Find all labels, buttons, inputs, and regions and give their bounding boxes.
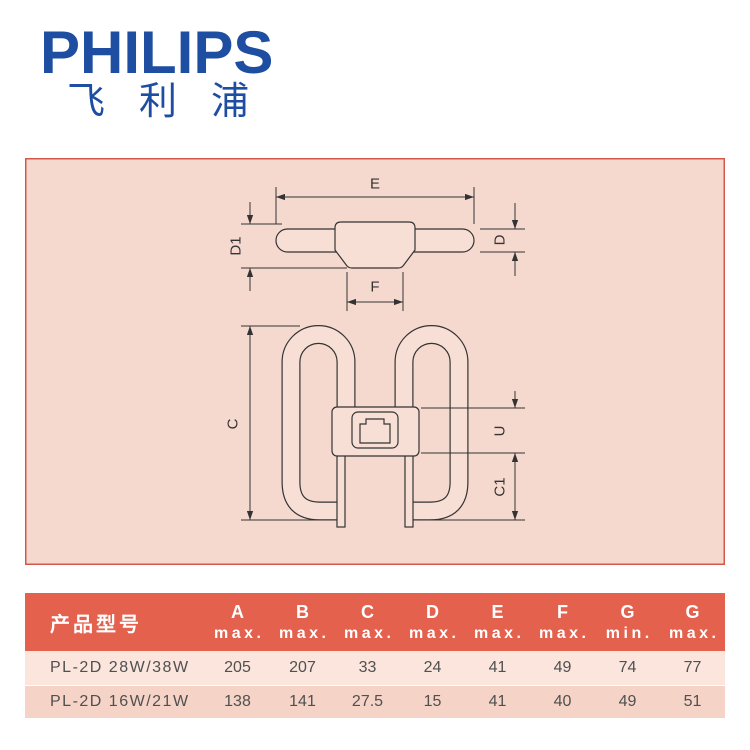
front-view-left-loop (282, 326, 355, 520)
cell-model: PL-2D 16W/21W (50, 693, 190, 710)
top-view-base (334, 221, 416, 269)
column-header-e-max: E max. (465, 593, 530, 651)
column-limit: max. (279, 624, 330, 642)
cell-c-max: 27.5 (351, 693, 384, 710)
front-view-left-pin (336, 454, 346, 528)
cell-a-max: 205 (224, 659, 251, 676)
top-view (275, 221, 475, 269)
column-header-g-max: G max. (660, 593, 725, 651)
column-header-c-max: C max. (335, 593, 400, 651)
column-letter: G (620, 601, 635, 622)
cell-model: PL-2D 28W/38W (50, 659, 190, 676)
cell-g-min: 49 (618, 693, 637, 710)
column-limit: min. (605, 624, 653, 642)
column-header-g-min: G min. (595, 593, 660, 651)
dimension-e: E (275, 176, 475, 224)
column-letter: G (685, 601, 700, 622)
column-letter: B (296, 601, 309, 622)
drawing-panel (25, 158, 725, 565)
cell-c-max: 33 (358, 659, 377, 676)
column-limit: max. (214, 624, 265, 642)
column-limit: max. (474, 624, 525, 642)
dimension-u-c1: U C1 (421, 391, 525, 521)
column-header-a-max: A max. (205, 593, 270, 651)
cell-g-max: 51 (683, 693, 702, 710)
cell-f-max: 40 (553, 693, 572, 710)
label-c: C (225, 418, 242, 429)
cell-d-max: 24 (423, 659, 442, 676)
spec-table: 产品型号 A max. B max. C max. D max. E max. … (25, 593, 725, 718)
front-view-connector-plug (359, 418, 391, 444)
brand-logo-wordmark: PHILIPS (40, 19, 274, 86)
cell-g-max: 77 (683, 659, 702, 676)
column-limit: max. (344, 624, 395, 642)
label-c1: C1 (492, 477, 509, 496)
table-row: PL-2D 28W/38W 205 207 33 24 41 49 74 77 (25, 651, 725, 685)
label-e: E (370, 176, 380, 193)
column-letter: C (361, 601, 374, 622)
cell-b-max: 141 (289, 693, 316, 710)
model-column-header: 产品型号 (50, 611, 142, 636)
column-header-f-max: F max. (530, 593, 595, 651)
table-header-row: 产品型号 A max. B max. C max. D max. E max. … (25, 593, 725, 651)
cell-f-max: 49 (553, 659, 572, 676)
cell-d-max: 15 (423, 693, 442, 710)
front-view-right-pin (404, 454, 414, 528)
label-d: D (492, 234, 509, 245)
column-limit: max. (669, 624, 720, 642)
label-u: U (492, 426, 509, 437)
column-letter: E (491, 601, 504, 622)
dimension-c: C (225, 325, 318, 521)
front-view-right-loop (395, 326, 468, 520)
column-letter: D (426, 601, 439, 622)
cell-e-max: 41 (488, 659, 507, 676)
column-header-d-max: D max. (400, 593, 465, 651)
cell-g-min: 74 (618, 659, 637, 676)
brand-logo-chinese: 飞利浦 (67, 79, 284, 123)
dimension-d1: D1 (228, 202, 347, 291)
table-row: PL-2D 16W/21W 138 141 27.5 15 41 40 49 5… (25, 685, 725, 718)
dimension-d: D (480, 203, 525, 276)
label-d1: D1 (228, 236, 245, 255)
column-letter: A (231, 601, 244, 622)
label-f: F (370, 279, 379, 296)
dimension-drawing: E D1 D F C (25, 158, 725, 565)
column-limit: max. (539, 624, 590, 642)
column-limit: max. (409, 624, 460, 642)
dimension-f: F (346, 272, 404, 311)
column-header-b-max: B max. (270, 593, 335, 651)
column-letter: F (557, 601, 568, 622)
cell-a-max: 138 (224, 693, 251, 710)
cell-e-max: 41 (488, 693, 507, 710)
cell-b-max: 207 (289, 659, 316, 676)
front-view (281, 325, 469, 528)
